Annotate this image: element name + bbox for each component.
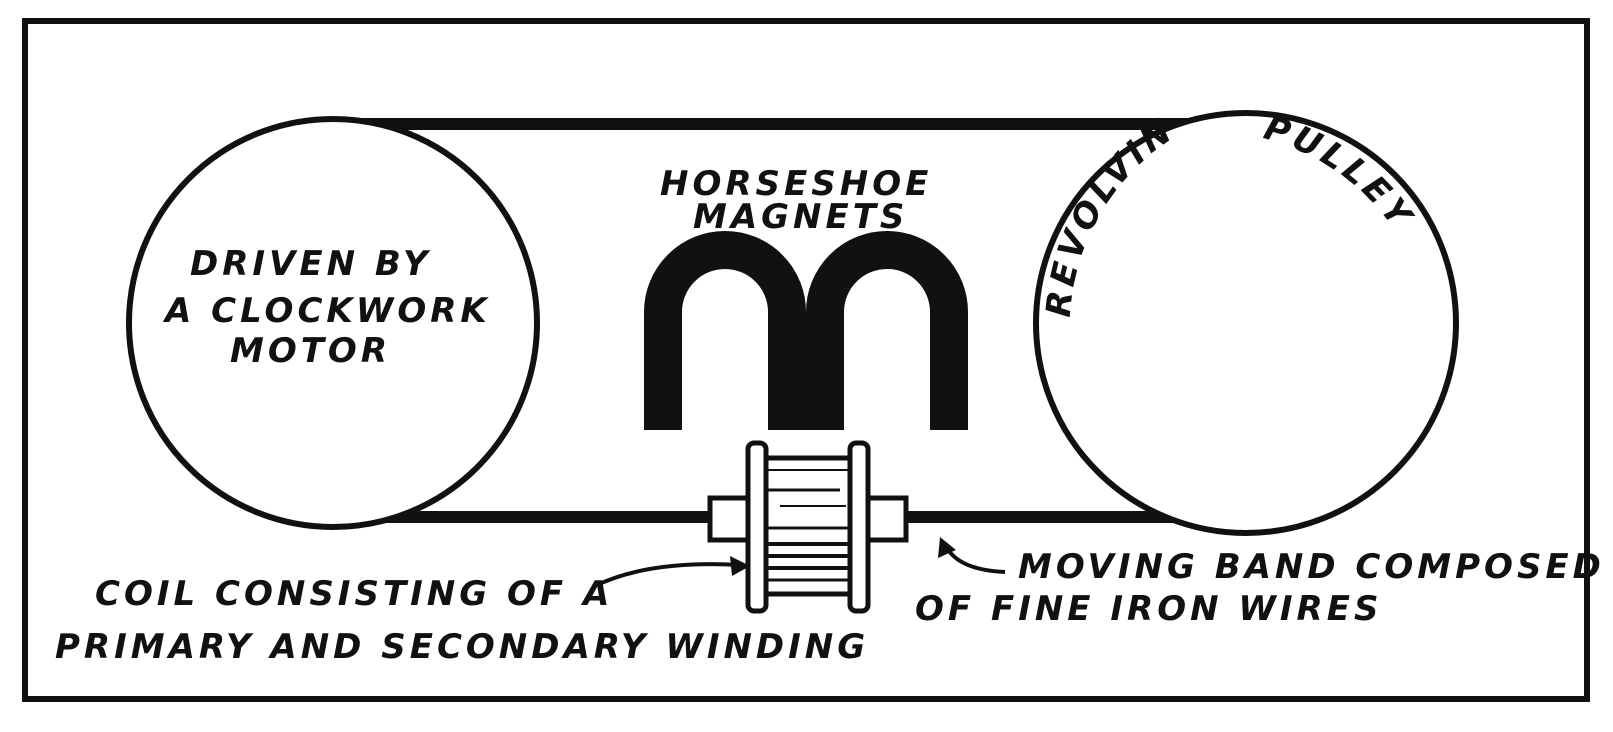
band-leader-arrow (938, 537, 1006, 574)
band-caption-line1: MOVING BAND COMPOSED (1018, 547, 1605, 587)
diagram-frame (22, 18, 1590, 702)
driven-pulley (126, 116, 540, 530)
horseshoe-magnet-right (806, 231, 968, 430)
magnets-label-line2: MAGNETS (693, 197, 908, 237)
horseshoe-magnet-left (644, 231, 806, 430)
coil (707, 440, 909, 614)
coil-leader-arrow (596, 556, 750, 587)
coil-flange-left (745, 440, 769, 614)
magnets-label-line1: HORSESHOE (660, 164, 932, 204)
coil-caption-line2: PRIMARY AND SECONDARY WINDING (55, 627, 869, 667)
coil-caption-line1: COIL CONSISTING OF A (95, 574, 613, 614)
coil-winding (759, 455, 857, 597)
driven-pulley-label-line1: DRIVEN BY (190, 244, 432, 284)
revolving-pulley (1033, 110, 1459, 536)
band-caption-line2: OF FINE IRON WIRES (915, 589, 1382, 629)
driven-pulley-label-line2: A CLOCKWORK (162, 291, 491, 331)
coil-flange-right (847, 440, 871, 614)
coil-winding-lines (768, 469, 848, 582)
driven-pulley-label-line3: MOTOR (230, 331, 391, 371)
